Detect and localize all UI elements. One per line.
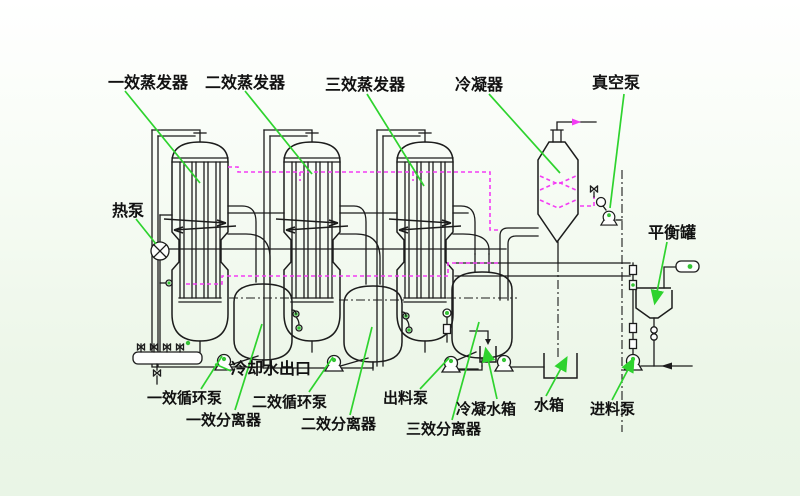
steam-manifold bbox=[132, 340, 203, 385]
labels: 一效蒸发器 二效蒸发器 三效蒸发器 冷凝器 真空泵 热泵 平衡罐 冷却水出口 一… bbox=[108, 73, 696, 438]
feed-line bbox=[628, 262, 693, 370]
label-evaporator-2: 二效蒸发器 bbox=[205, 73, 286, 92]
separator-2-vessel bbox=[338, 285, 413, 371]
label-water-tank: 水箱 bbox=[534, 396, 564, 414]
vapor-pipe-to-condenser bbox=[499, 227, 539, 301]
label-circulation-pump-2: 二效循环泵 bbox=[252, 393, 327, 411]
label-discharge-pump: 出料泵 bbox=[383, 389, 428, 407]
leader-lines bbox=[124, 90, 668, 421]
heat-pump-symbol bbox=[150, 214, 173, 353]
label-vacuum-pump: 真空泵 bbox=[592, 73, 640, 92]
water-headers bbox=[454, 262, 631, 277]
label-heat-pump: 热泵 bbox=[112, 201, 144, 220]
condenser-vessel bbox=[537, 118, 597, 358]
condensate-pump-symbol bbox=[494, 354, 514, 372]
label-separator-2: 二效分离器 bbox=[301, 415, 377, 433]
label-balance-tank: 平衡罐 bbox=[648, 223, 696, 242]
label-separator-1: 一效分离器 bbox=[186, 411, 262, 429]
vapor-duct-3 bbox=[452, 205, 490, 255]
secondary-vapor-line-upper bbox=[228, 166, 500, 231]
secondary-vapor-line-lower bbox=[186, 262, 500, 285]
label-condenser: 冷凝器 bbox=[455, 75, 504, 94]
label-cooling-water-outlet: 冷却水出口 bbox=[231, 359, 311, 378]
vapor-duct-1 bbox=[227, 205, 271, 283]
balance-tank-vessel bbox=[635, 260, 700, 367]
separator-1-vessel bbox=[228, 283, 303, 369]
label-evaporator-3: 三效蒸发器 bbox=[325, 75, 406, 94]
label-condensate-tank: 冷凝水箱 bbox=[456, 400, 516, 418]
label-circulation-pump-1: 一效循环泵 bbox=[147, 389, 222, 407]
feed-pump-symbol bbox=[623, 353, 643, 371]
steam-header-line bbox=[159, 212, 507, 250]
pump-suction-lines bbox=[151, 351, 545, 371]
label-feed-pump: 进料泵 bbox=[590, 400, 635, 418]
discharge-pump-symbol bbox=[441, 355, 461, 373]
separator-3-vessel bbox=[442, 253, 517, 367]
vapor-duct-2 bbox=[339, 205, 381, 285]
label-separator-3: 三效分离器 bbox=[406, 420, 482, 438]
label-evaporator-1: 一效蒸发器 bbox=[108, 73, 189, 92]
vacuum-pump-assembly bbox=[580, 185, 623, 226]
water-tank-vessel bbox=[543, 353, 578, 379]
